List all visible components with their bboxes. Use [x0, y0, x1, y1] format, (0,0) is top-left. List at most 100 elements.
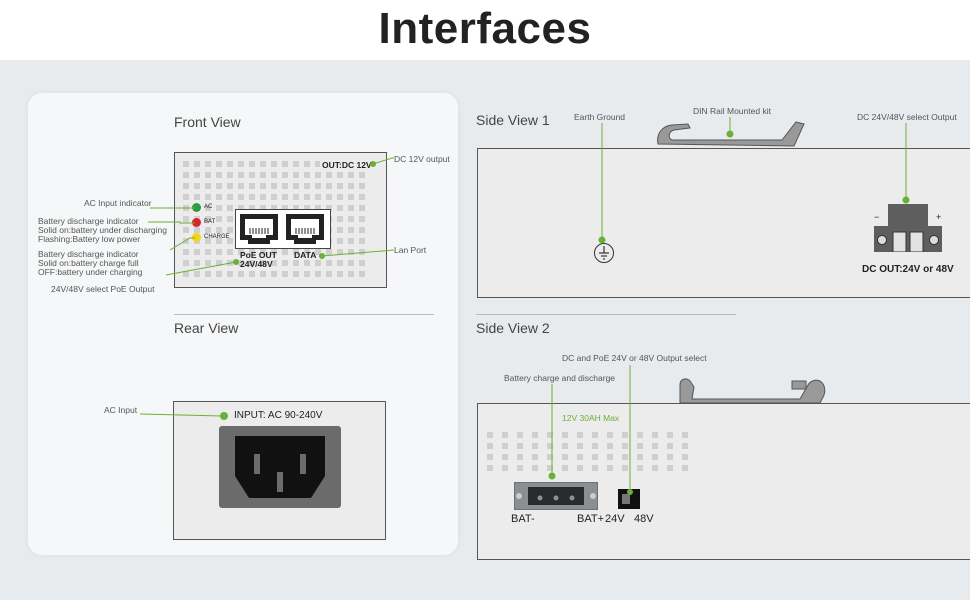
vent-dot: [326, 260, 332, 266]
vent-dot: [205, 194, 211, 200]
vent-dot: [293, 271, 299, 277]
earth-ground-callout: Earth Ground: [574, 112, 626, 122]
vent-dot: [547, 465, 553, 471]
vent-dot: [577, 443, 583, 449]
vent-dot: [326, 183, 332, 189]
vent-dot: [293, 260, 299, 266]
out-dc-label: OUT:DC 12V: [320, 160, 374, 170]
vent-dot: [592, 432, 598, 438]
vent-dot: [249, 205, 255, 211]
vent-dot: [249, 249, 255, 255]
vent-dot: [637, 454, 643, 460]
vent-dot: [249, 194, 255, 200]
bat-minus-label: BAT-: [511, 513, 535, 525]
vent-dot: [282, 205, 288, 211]
vent-dot: [183, 172, 189, 178]
vent-dot: [194, 161, 200, 167]
vent-dot: [304, 172, 310, 178]
vent-dot: [667, 465, 673, 471]
ac-socket-frame: [219, 426, 341, 508]
vent-dot: [337, 249, 343, 255]
vent-dot: [326, 194, 332, 200]
data-port-label: DATA: [294, 250, 317, 260]
vent-dot: [216, 216, 222, 222]
vent-dot: [348, 194, 354, 200]
vent-dot: [667, 432, 673, 438]
vent-dot: [260, 161, 266, 167]
vent-dot: [562, 443, 568, 449]
bat-discharge-callout-line1: Battery discharge indicator: [38, 216, 139, 226]
vent-dot: [487, 454, 493, 460]
vent-dot: [607, 432, 613, 438]
header-bar: Interfaces: [0, 0, 970, 60]
vent-dot: [238, 249, 244, 255]
poe-volt-label: 24V/48V: [240, 259, 273, 269]
vent-dot: [293, 161, 299, 167]
vent-dot: [577, 432, 583, 438]
battery-capacity-label: 12V 30AH Max: [562, 413, 620, 423]
vent-dot: [359, 172, 365, 178]
vent-dot: [260, 271, 266, 277]
vent-dot: [183, 205, 189, 211]
battery-terminal-icon: [513, 481, 599, 511]
terminal-block-icon: [874, 204, 942, 253]
vent-dot: [502, 432, 508, 438]
vent-dot: [183, 194, 189, 200]
lan-port-callout: Lan Port: [394, 245, 427, 255]
vent-dot: [562, 454, 568, 460]
vent-dot: [238, 183, 244, 189]
vent-dot: [359, 260, 365, 266]
vent-dot: [205, 260, 211, 266]
bat-charge-callout-line2: Solid on:battery charge full: [38, 258, 139, 268]
vent-dot: [238, 161, 244, 167]
vent-dot: [271, 205, 277, 211]
front-rear-divider: [174, 314, 434, 315]
vent-dot: [532, 465, 538, 471]
vent-dot: [216, 260, 222, 266]
ac-indicator-callout: AC Input indicator: [84, 198, 152, 208]
vent-dot: [359, 205, 365, 211]
vent-dot: [517, 432, 523, 438]
vent-dot: [216, 161, 222, 167]
vent-dot: [337, 172, 343, 178]
vent-dot: [249, 260, 255, 266]
side-view-2-title: Side View 2: [476, 320, 550, 336]
voltage-switch[interactable]: [618, 489, 640, 509]
vent-dot: [183, 216, 189, 222]
vent-dot: [637, 443, 643, 449]
vent-dot: [337, 238, 343, 244]
vent-dot: [249, 183, 255, 189]
bat-led-label: BAT: [204, 219, 216, 225]
vent-dot: [238, 194, 244, 200]
ac-input-callout: AC Input: [104, 405, 138, 415]
vent-dot: [607, 465, 613, 471]
din-rail-callout: DIN Rail Mounted kit: [693, 106, 771, 116]
vent-dot: [348, 271, 354, 277]
vent-dot: [227, 194, 233, 200]
vent-dot: [260, 205, 266, 211]
vent-dot: [348, 227, 354, 233]
vent-dot: [315, 271, 321, 277]
vent-dot: [682, 443, 688, 449]
vent-dot: [304, 205, 310, 211]
v48-label: 48V: [634, 513, 654, 525]
vent-dot: [607, 454, 613, 460]
vent-dot: [260, 172, 266, 178]
vent-dot: [293, 249, 299, 255]
vent-dot: [652, 465, 658, 471]
vent-dot: [216, 249, 222, 255]
vent-dot: [682, 465, 688, 471]
vent-dot: [359, 227, 365, 233]
dc-poe-select-callout: DC and PoE 24V or 48V Output select: [562, 353, 707, 363]
vent-dot: [348, 249, 354, 255]
vent-dot: [216, 271, 222, 277]
front-view-title: Front View: [174, 114, 241, 130]
vent-dot: [337, 260, 343, 266]
vent-dot: [183, 260, 189, 266]
vent-dot: [337, 216, 343, 222]
vent-dot: [194, 271, 200, 277]
vent-dot: [359, 238, 365, 244]
vent-dot: [227, 238, 233, 244]
vent-dot: [205, 271, 211, 277]
vent-dot: [622, 443, 628, 449]
